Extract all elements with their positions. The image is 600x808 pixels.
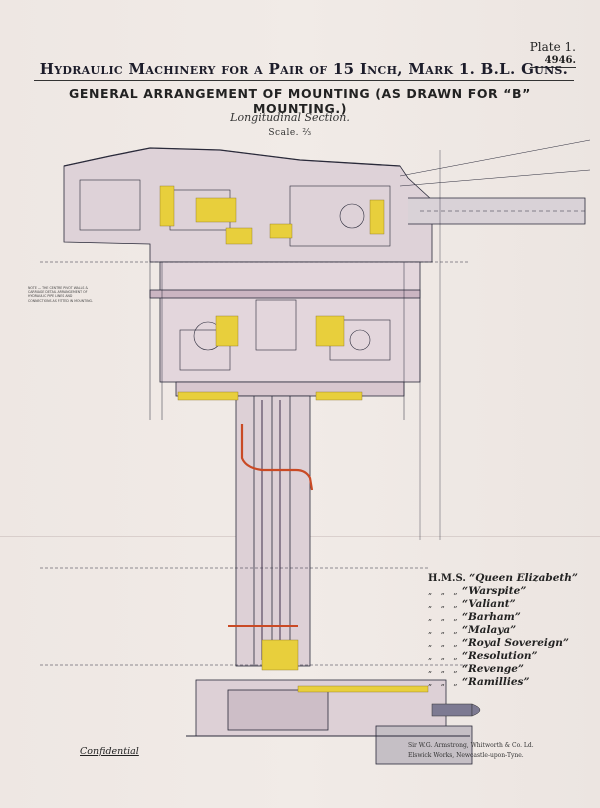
ship-list-item: „ „ „ “Warspite” bbox=[428, 585, 588, 598]
ship-list-item: „ „ „ “Malaya” bbox=[428, 624, 588, 637]
hydraulic-rammer bbox=[195, 197, 237, 223]
maker-name: Sir W.G. Armstrong, Whitworth & Co. Ld. bbox=[408, 742, 534, 749]
ditto-marks: „ „ „ bbox=[428, 665, 461, 674]
ship-name: “Warspite” bbox=[462, 585, 527, 597]
plate-number: 4946. bbox=[529, 55, 576, 68]
ship-list-item: H.M.S. “Queen Elizabeth” bbox=[428, 572, 588, 585]
ditto-marks: „ „ „ bbox=[428, 626, 461, 635]
working-chamber bbox=[159, 261, 421, 383]
hms-prefix: H.M.S. bbox=[428, 573, 466, 584]
ship-name: “Queen Elizabeth” bbox=[469, 572, 578, 584]
ship-name: “Ramillies” bbox=[462, 676, 530, 688]
ship-list-item: „ „ „ “Barham” bbox=[428, 611, 588, 624]
ship-name: “Valiant” bbox=[462, 598, 516, 610]
scale-label: Scale. ⅔ bbox=[268, 128, 312, 138]
confidential-stamp: Confidential bbox=[80, 746, 139, 757]
maker-imprint: Sir W.G. Armstrong, Whitworth & Co. Ld. … bbox=[408, 741, 534, 761]
ship-list: H.M.S. “Queen Elizabeth” „ „ „ “Warspite… bbox=[428, 572, 588, 689]
drawing-title: Hydraulic Machinery for a Pair of 15 Inc… bbox=[34, 60, 574, 81]
section-label: Longitudinal Section. bbox=[230, 111, 350, 124]
ship-name: “Royal Sovereign” bbox=[462, 637, 569, 649]
ship-name: “Revenge” bbox=[462, 663, 524, 675]
magazine-floor bbox=[375, 725, 473, 765]
ship-list-item: „ „ „ “Valiant” bbox=[428, 598, 588, 611]
ship-name: “Resolution” bbox=[462, 650, 538, 662]
general-note-text: NOTE — THE CENTRE PIVOT WALLS & CARRIAGE… bbox=[28, 286, 93, 303]
elevation-line-upper bbox=[399, 139, 591, 177]
red-hydraulic-pipe bbox=[240, 424, 314, 491]
ditto-marks: „ „ „ bbox=[428, 613, 461, 622]
ship-list-item: „ „ „ “Resolution” bbox=[428, 650, 588, 663]
ship-list-item: „ „ „ “Ramillies” bbox=[428, 676, 588, 689]
shell-icon bbox=[431, 703, 481, 717]
drawing-subtitle: GENERAL ARRANGEMENT OF MOUNTING (AS DRAW… bbox=[69, 86, 531, 116]
plate-label: Plate 1. 4946. bbox=[529, 40, 576, 68]
ditto-marks: „ „ „ bbox=[428, 587, 461, 596]
ditto-marks: „ „ „ bbox=[428, 639, 461, 648]
plate-text: Plate 1. bbox=[529, 40, 576, 54]
central-trunk bbox=[235, 395, 311, 667]
ship-name: “Malaya” bbox=[462, 624, 517, 636]
ship-list-item: „ „ „ “Royal Sovereign” bbox=[428, 637, 588, 650]
ditto-marks: „ „ „ bbox=[428, 600, 461, 609]
gunhouse-roof bbox=[63, 147, 401, 167]
ship-name: “Barham” bbox=[462, 611, 521, 623]
elevation-line-lower bbox=[399, 169, 591, 187]
maker-address: Elswick Works, Newcastle-upon-Tyne. bbox=[408, 752, 524, 759]
training-press bbox=[215, 315, 239, 347]
ditto-marks: „ „ „ bbox=[428, 678, 461, 687]
ship-list-item: „ „ „ “Revenge” bbox=[428, 663, 588, 676]
ditto-marks: „ „ „ bbox=[428, 652, 461, 661]
